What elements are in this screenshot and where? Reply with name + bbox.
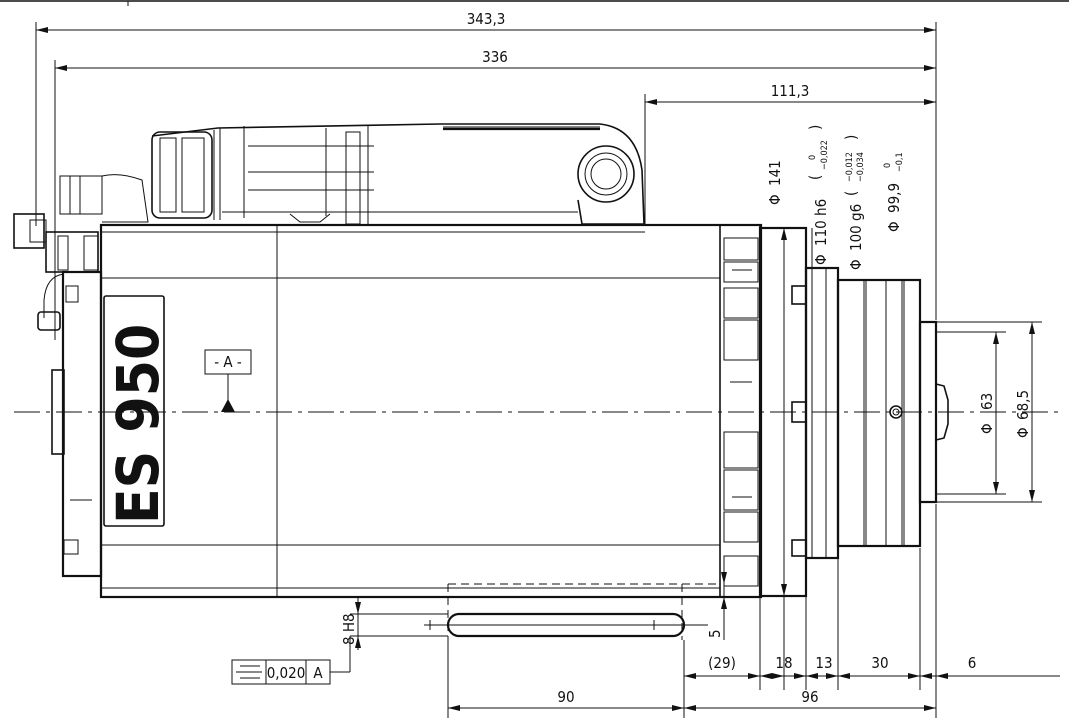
logo-plate: ES 950 <box>103 295 172 527</box>
dia-110-label: 110 h6 <box>812 199 830 246</box>
dimension-dia-68: Φ 68,5 <box>936 321 1042 503</box>
dim-343-label: 343,3 <box>467 10 506 28</box>
dimension-slot-width: 8 H8 <box>340 596 361 650</box>
dia-99-label: 99,9 <box>885 183 903 213</box>
dimension-dia-141: Φ 141 <box>766 160 787 596</box>
datum-label: - A - <box>214 353 242 371</box>
cable-connector <box>151 123 645 225</box>
front-96-label: 96 <box>801 688 818 706</box>
dia-110-symbol: Φ <box>812 254 830 265</box>
dim-111-label: 111,3 <box>771 82 810 100</box>
dia-99-tol-lower: −0,1 <box>895 152 905 172</box>
slot-width-label: 8 H8 <box>340 613 358 645</box>
seg-18-label: 18 <box>775 654 792 672</box>
dia-99-symbol: Φ <box>885 221 903 232</box>
tolerance-value: 0,020 <box>267 664 306 682</box>
dia-99-tol-upper: 0 <box>883 163 893 168</box>
dimension-overall-length: 343,3 <box>36 10 936 33</box>
dia-141-symbol: Φ <box>766 194 784 205</box>
dia-68-label: 68,5 <box>1014 390 1032 420</box>
dimension-dia-110: Φ 110 h6 ( 0 −0,022 ) <box>806 125 830 558</box>
svg-text:(: ( <box>842 191 860 196</box>
dimension-dia-99: Φ 99,9 0 −0,1 <box>883 152 905 546</box>
offset-5-label: 5 <box>706 629 724 638</box>
svg-text:(: ( <box>806 175 824 180</box>
seg-13-label: 13 <box>815 654 832 672</box>
dimension-offset-5: 5 <box>706 560 727 640</box>
dia-100-tol-lower: −0,034 <box>856 152 866 182</box>
svg-text:): ) <box>842 135 860 140</box>
logo-text: ES 950 <box>104 324 172 524</box>
air-fitting-upper <box>13 174 149 273</box>
dia-63-symbol: Φ <box>978 423 996 434</box>
dia-100-symbol: Φ <box>847 259 865 270</box>
dimension-body-length: 336 <box>55 48 936 71</box>
dim-336-label: 336 <box>482 48 508 66</box>
dia-100-label: 100 g6 <box>847 204 865 251</box>
seg-6-label: 6 <box>968 654 977 672</box>
seg-30-label: 30 <box>871 654 888 672</box>
datum-flag: - A - <box>204 349 252 412</box>
slot-length-label: 90 <box>557 688 574 706</box>
dimension-dia-100: Φ 100 g6 ( −0,012 −0,034 ) <box>842 135 866 546</box>
front-flange <box>719 224 949 598</box>
seg-29-label: (29) <box>708 654 736 672</box>
dia-63-label: 63 <box>978 393 996 410</box>
tolerance-frame: 0,020 A <box>231 636 351 685</box>
dimension-front-length: 111,3 <box>645 82 936 105</box>
dia-100-tol-upper: −0,012 <box>845 152 855 182</box>
dia-68-symbol: Φ <box>1014 427 1032 438</box>
dia-141-label: 141 <box>766 160 784 186</box>
bottom-dimension-chain: (29) 18 13 30 6 90 96 <box>447 504 1060 718</box>
tolerance-datum: A <box>313 664 323 682</box>
dia-110-tol-upper: 0 <box>808 155 818 160</box>
spindle-body <box>99 223 763 599</box>
dimension-dia-63: Φ 63 <box>936 331 1006 495</box>
dia-110-tol-lower: −0,022 <box>820 140 830 170</box>
svg-text:): ) <box>806 125 824 130</box>
air-fitting-lower <box>37 273 79 331</box>
mounting-slot <box>350 583 720 640</box>
